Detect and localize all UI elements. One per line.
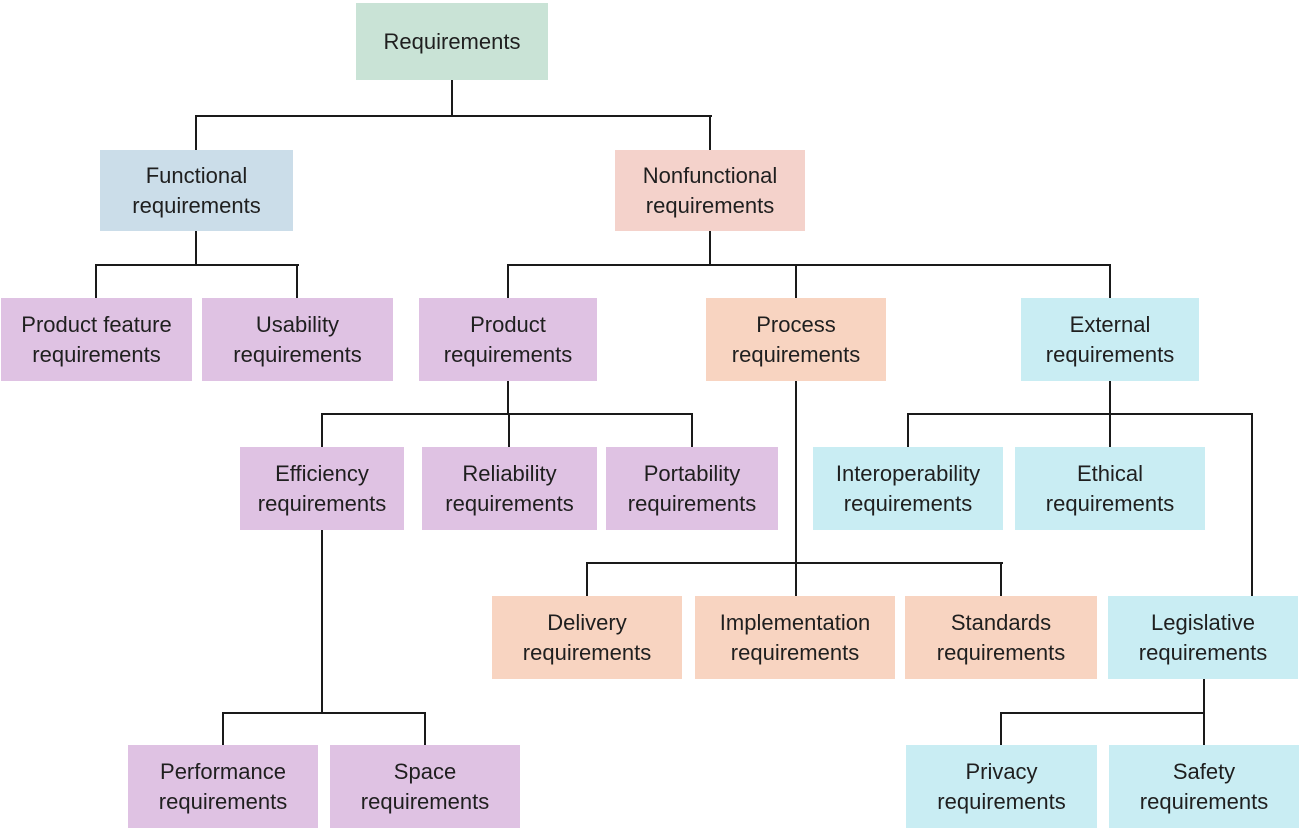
node-external-requirements: External requirements <box>1021 298 1199 381</box>
connector-nonfunctional-drop <box>709 115 711 150</box>
connector-legislative-bar <box>1000 712 1205 714</box>
node-delivery-requirements: Delivery requirements <box>492 596 682 679</box>
node-standards-requirements: Standards requirements <box>905 596 1097 679</box>
connector-interoperability-drop <box>907 413 909 447</box>
connector-process-stem <box>795 381 797 562</box>
node-implementation-requirements: Implementation requirements <box>695 596 895 679</box>
connector-efficiency-stem <box>321 530 323 712</box>
node-process-label: Process requirements <box>731 311 861 367</box>
node-privacy-requirements: Privacy requirements <box>906 745 1097 828</box>
connector-legislative-drop <box>1251 413 1253 596</box>
node-portability-label: Portability requirements <box>627 460 757 516</box>
node-ethical-requirements: Ethical requirements <box>1015 447 1205 530</box>
node-requirements-label: Requirements <box>383 28 521 54</box>
node-functional-requirements: Functional requirements <box>100 150 293 231</box>
connector-portability-drop <box>691 413 693 447</box>
node-product-label: Product requirements <box>443 311 573 367</box>
connector-reliability-drop <box>508 413 510 447</box>
node-space-label: Space requirements <box>360 758 490 814</box>
node-delivery-label: Delivery requirements <box>522 609 652 665</box>
connector-process-bar <box>586 562 1003 564</box>
node-efficiency-requirements: Efficiency requirements <box>240 447 404 530</box>
connector-external-stem <box>1109 381 1111 413</box>
node-reliability-requirements: Reliability requirements <box>422 447 597 530</box>
connector-external-drop <box>1109 264 1111 298</box>
connector-efficiency-bar <box>222 712 426 714</box>
connector-product-stem <box>507 381 509 413</box>
connector-product-drop <box>507 264 509 298</box>
node-functional-label: Functional requirements <box>132 162 261 218</box>
connector-functional-stem <box>195 231 197 264</box>
node-space-requirements: Space requirements <box>330 745 520 828</box>
node-usability-requirements: Usability requirements <box>202 298 393 381</box>
node-reliability-label: Reliability requirements <box>445 460 574 516</box>
node-implementation-label: Implementation requirements <box>719 609 871 665</box>
node-legislative-label: Legislative requirements <box>1138 609 1268 665</box>
node-product-requirements: Product requirements <box>419 298 597 381</box>
connector-functional-bar <box>95 264 299 266</box>
connector-privacy-drop <box>1000 712 1002 745</box>
connector-product-feature-drop <box>95 264 97 298</box>
connector-standards-drop <box>1000 562 1002 596</box>
node-privacy-label: Privacy requirements <box>937 758 1066 814</box>
connector-delivery-drop <box>586 562 588 596</box>
node-nonfunctional-requirements: Nonfunctional requirements <box>615 150 805 231</box>
connector-space-drop <box>424 712 426 745</box>
connector-root-bar <box>195 115 712 117</box>
node-standards-label: Standards requirements <box>936 609 1066 665</box>
connector-functional-drop <box>195 115 197 150</box>
connector-nonfunctional-bar <box>507 264 1111 266</box>
node-efficiency-label: Efficiency requirements <box>257 460 387 516</box>
connector-root-stem <box>451 80 453 115</box>
connector-ethical-drop <box>1109 413 1111 447</box>
connector-nonfunctional-stem <box>709 231 711 264</box>
connector-process-drop <box>795 264 797 298</box>
node-portability-requirements: Portability requirements <box>606 447 778 530</box>
connector-external-bar <box>907 413 1253 415</box>
connector-implementation-drop <box>795 562 797 596</box>
node-process-requirements: Process requirements <box>706 298 886 381</box>
node-nonfunctional-label: Nonfunctional requirements <box>642 162 778 218</box>
node-interoperability-label: Interoperability requirements <box>835 460 981 516</box>
connector-usability-drop <box>296 264 298 298</box>
connector-performance-drop <box>222 712 224 745</box>
node-performance-label: Performance requirements <box>158 758 288 814</box>
connector-legislative-stem <box>1203 679 1205 712</box>
node-requirements: Requirements <box>356 3 548 80</box>
node-safety-label: Safety requirements <box>1139 758 1269 814</box>
node-external-label: External requirements <box>1045 311 1175 367</box>
node-product-feature-requirements: Product feature requirements <box>1 298 192 381</box>
node-performance-requirements: Performance requirements <box>128 745 318 828</box>
node-interoperability-requirements: Interoperability requirements <box>813 447 1003 530</box>
node-legislative-requirements: Legislative requirements <box>1108 596 1298 679</box>
node-safety-requirements: Safety requirements <box>1109 745 1299 828</box>
node-product-feature-label: Product feature requirements <box>21 311 172 367</box>
node-usability-label: Usability requirements <box>233 311 362 367</box>
node-ethical-label: Ethical requirements <box>1045 460 1175 516</box>
connector-efficiency-drop <box>321 413 323 447</box>
connector-product-bar <box>321 413 693 415</box>
connector-safety-drop <box>1203 712 1205 745</box>
